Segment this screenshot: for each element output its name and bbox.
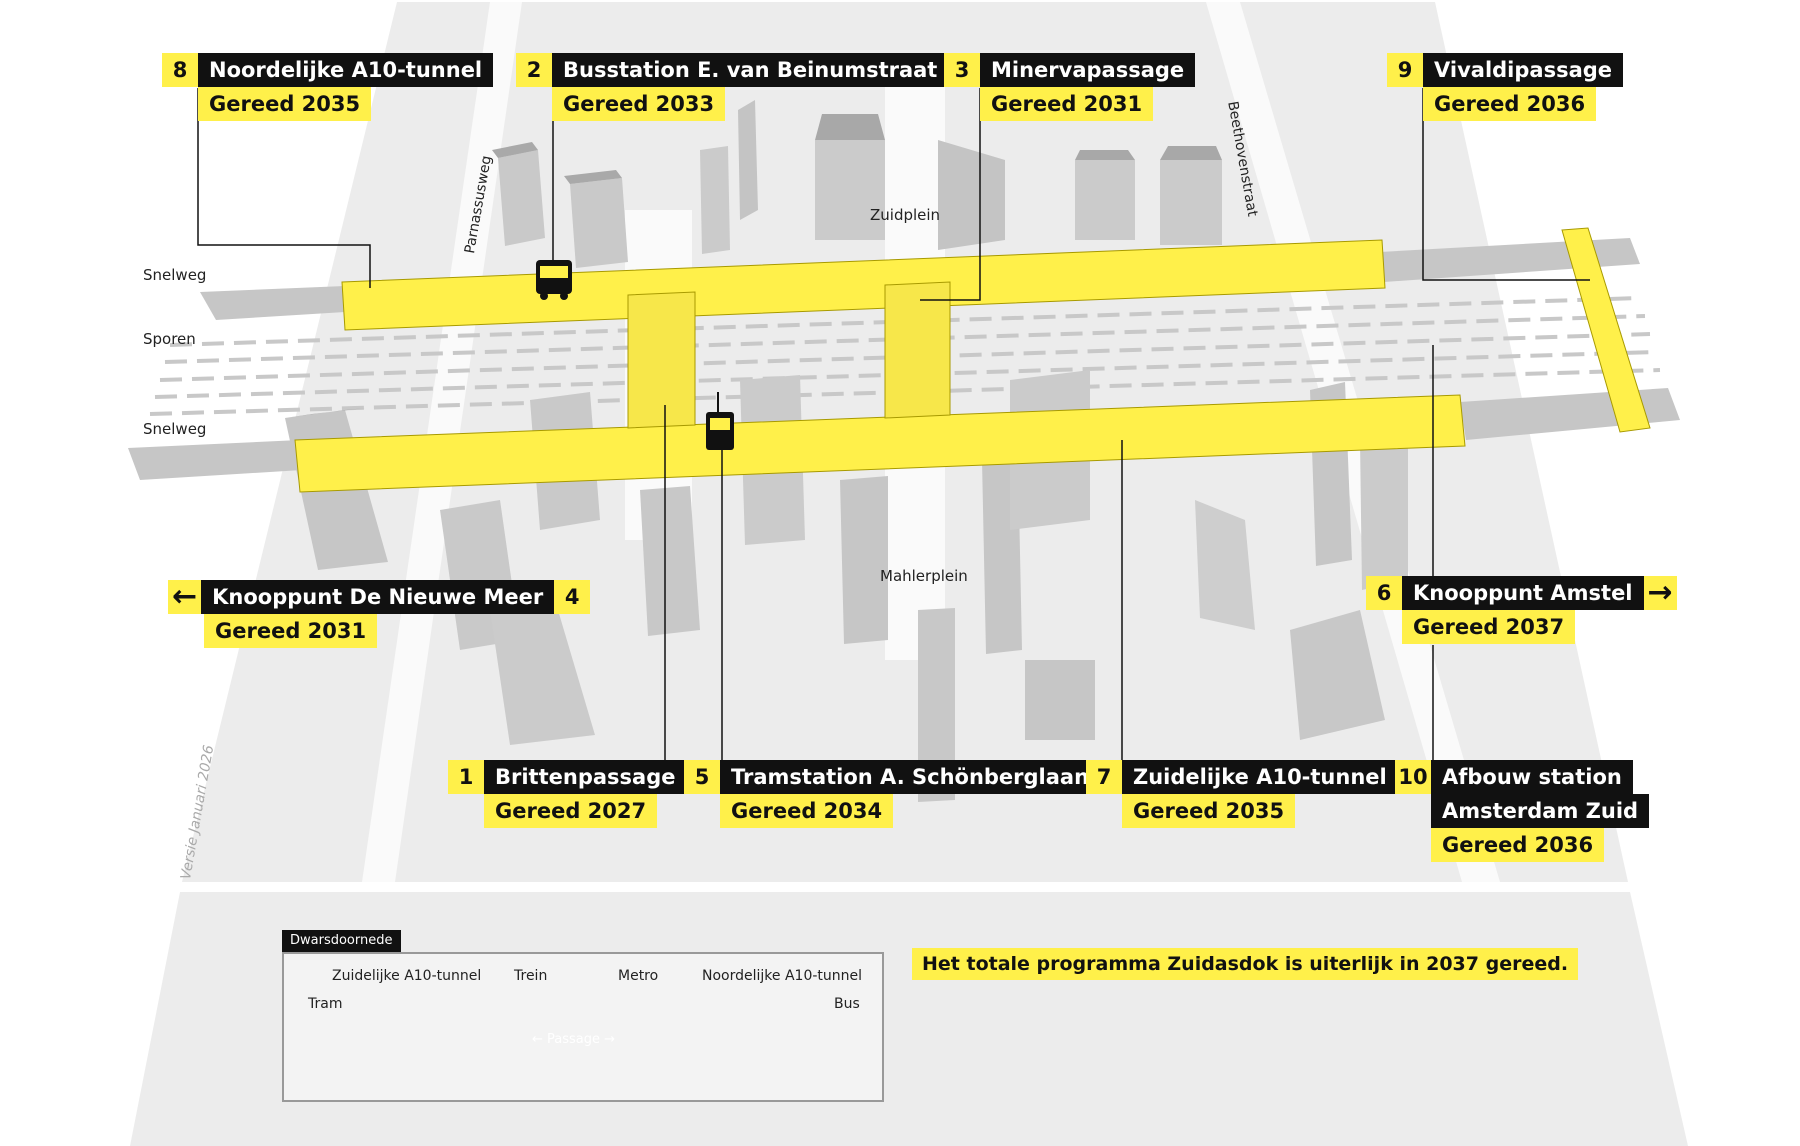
- arrow-right-icon: →: [1643, 576, 1677, 610]
- project-8-name: Noordelijke A10-tunnel: [198, 53, 494, 87]
- project-10-number: 10: [1395, 760, 1431, 794]
- project-3-name: Minervapassage: [980, 53, 1196, 87]
- project-3-status: Gereed 2031: [980, 87, 1154, 121]
- tunnel-north: [341, 239, 1386, 331]
- arrow-left-icon: ←: [168, 580, 202, 614]
- project-6-name: Knooppunt Amstel: [1402, 576, 1644, 610]
- project-6-number: 6: [1366, 576, 1402, 610]
- project-2-number: 2: [516, 53, 552, 87]
- project-3-number: 3: [944, 53, 980, 87]
- cs-label-zuid-tunnel: Zuidelijke A10-tunnel: [332, 968, 482, 984]
- project-8-status: Gereed 2035: [198, 87, 372, 121]
- cross-section-box: [282, 952, 884, 1102]
- project-5-number: 5: [684, 760, 720, 794]
- label-sporen: Sporen: [143, 330, 196, 348]
- leader-lines: [197, 88, 1590, 780]
- project-10-name-line1: Afbouw station: [1431, 760, 1633, 794]
- tunnel-south: [294, 394, 1466, 493]
- project-9-status: Gereed 2036: [1423, 87, 1597, 121]
- project-9-name: Vivaldipassage: [1423, 53, 1624, 87]
- project-2-name: Busstation E. van Beinumstraat: [552, 53, 949, 87]
- cs-label-passage: ← Passage →: [532, 1032, 616, 1047]
- project-4-name: Knooppunt De Nieuwe Meer: [201, 580, 555, 614]
- project-7-number: 7: [1086, 760, 1122, 794]
- cs-label-trein: Trein: [514, 968, 548, 984]
- cs-label-bus: Bus: [834, 996, 860, 1012]
- project-5-status: Gereed 2034: [720, 794, 894, 828]
- project-8-number: 8: [162, 53, 198, 87]
- project-2-status: Gereed 2033: [552, 87, 726, 121]
- project-1-number: 1: [448, 760, 484, 794]
- summary-note: Het totale programma Zuidasdok is uiterl…: [912, 948, 1579, 980]
- label-zuidplein: Zuidplein: [870, 206, 941, 224]
- project-10-name-line2: Amsterdam Zuid: [1431, 794, 1650, 828]
- bus-icon: [536, 260, 572, 300]
- cs-label-tram: Tram: [308, 996, 343, 1012]
- project-1-status: Gereed 2027: [484, 794, 658, 828]
- tram-icon: [706, 392, 734, 450]
- passage-minerva: [884, 281, 951, 419]
- project-7-name: Zuidelijke A10-tunnel: [1122, 760, 1398, 794]
- highway-west-top: [200, 286, 345, 320]
- project-7-status: Gereed 2035: [1122, 794, 1296, 828]
- cross-section-title: Dwarsdoornede: [282, 930, 401, 952]
- label-mahlerplein: Mahlerplein: [880, 567, 968, 585]
- project-4-status: Gereed 2031: [204, 614, 378, 648]
- project-4-number: 4: [554, 580, 591, 614]
- project-5-name: Tramstation A. Schönberglaan: [720, 760, 1101, 794]
- cs-label-metro: Metro: [618, 968, 659, 984]
- project-1-name: Brittenpassage: [484, 760, 687, 794]
- project-6-status: Gereed 2037: [1402, 610, 1576, 644]
- label-snelweg-bottom: Snelweg: [143, 420, 207, 438]
- project-9-number: 9: [1387, 53, 1423, 87]
- passage-britten: [627, 291, 696, 429]
- project-10-status: Gereed 2036: [1431, 828, 1605, 862]
- cs-label-noord-tunnel: Noordelijke A10-tunnel: [702, 968, 863, 984]
- label-snelweg-top: Snelweg: [143, 266, 207, 284]
- highway-west-bottom: [128, 440, 302, 480]
- passage-vivaldi: [1561, 227, 1651, 433]
